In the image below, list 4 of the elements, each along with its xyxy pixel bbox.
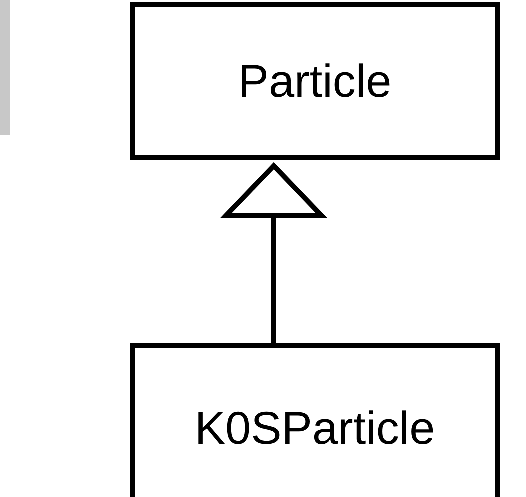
class-name: K0SParticle bbox=[194, 401, 436, 455]
class-name: Particle bbox=[238, 54, 392, 108]
class-box bbox=[130, 343, 500, 497]
class-box bbox=[130, 2, 500, 160]
